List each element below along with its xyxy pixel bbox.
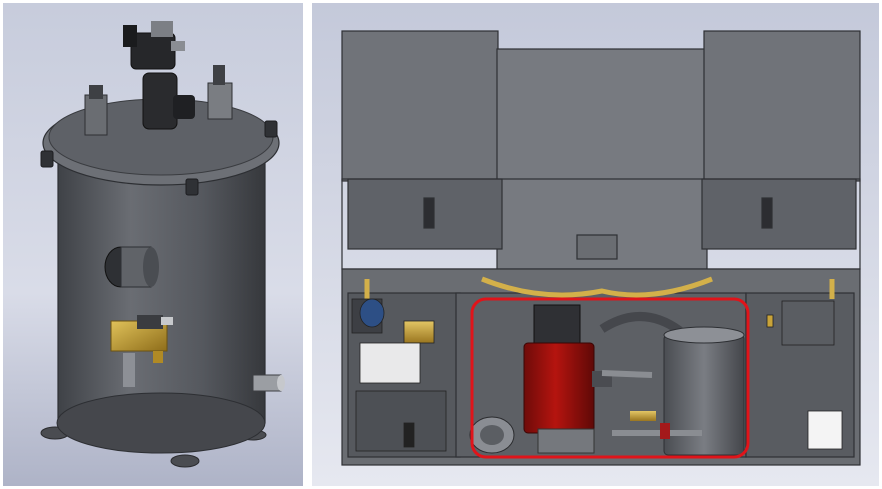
fitting-icon <box>84 65 233 136</box>
bottom-outlet <box>252 374 285 392</box>
unit-front-view <box>312 3 879 486</box>
side-nozzle <box>104 246 159 288</box>
unit-drawing <box>312 3 879 486</box>
highlight-outline <box>470 297 750 459</box>
tank-drawing <box>3 3 303 486</box>
pressure-tank-icon <box>40 98 280 454</box>
right-components <box>766 300 843 450</box>
upper-enclosure <box>341 30 861 289</box>
filter-housing-icon <box>523 304 612 454</box>
pump-icon <box>469 416 515 454</box>
left-components <box>351 298 447 452</box>
brass-valve <box>110 315 173 387</box>
vessel <box>599 312 745 456</box>
tank-isometric-view <box>3 3 303 486</box>
valve-icon <box>123 21 195 130</box>
